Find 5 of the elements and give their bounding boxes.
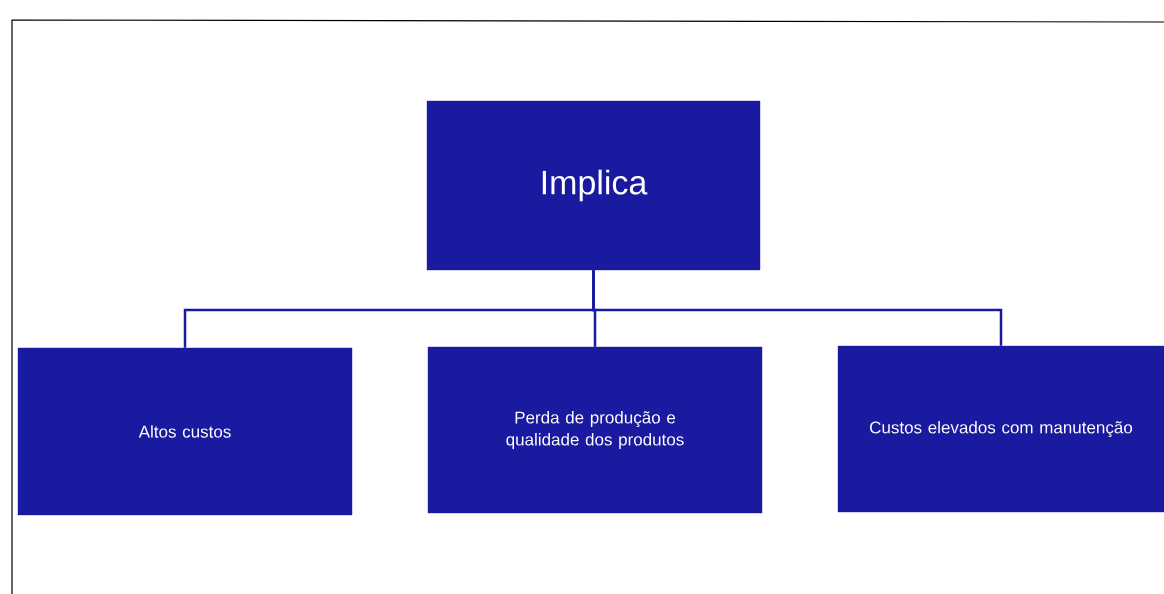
process-box: Perda de produção e qualidade dos produtos — [427, 346, 763, 514]
connector — [592, 270, 1003, 346]
process-box: Altos custos — [17, 347, 353, 516]
process-box: Custos elevados com manutenção — [837, 345, 1164, 513]
process-box: Implica — [426, 100, 761, 271]
